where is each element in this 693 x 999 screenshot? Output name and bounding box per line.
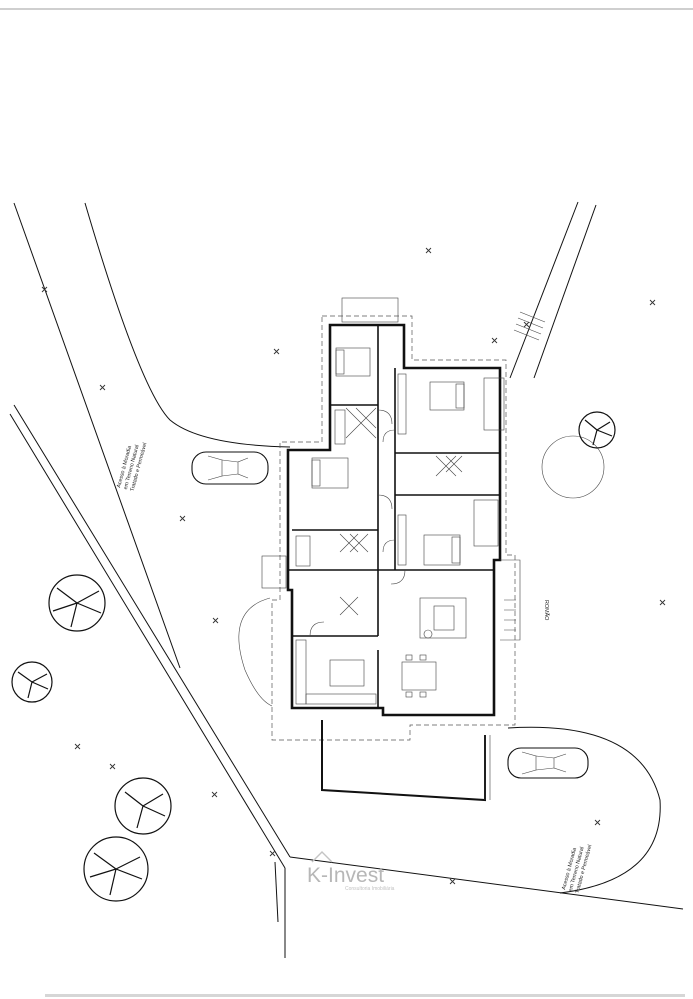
stairs-top [513,311,546,341]
north-label: ROMÃO [543,600,550,620]
bottom-border [45,994,685,997]
tree-icon [114,777,172,835]
tree-icon [541,411,616,499]
car-icon [191,451,269,485]
watermark-name: K-Invest [307,864,384,887]
tree-icon [83,836,149,902]
x-marker-icon [41,247,666,885]
tree-icon [11,661,53,703]
car-icon [507,747,589,779]
watermark: K-Invest Consultoria Imobiliária [307,851,395,892]
bed-icon [311,457,349,489]
bed-icon [429,381,465,411]
bed-icon [335,347,371,377]
access-label-left: Acesso à Moradia em Terreno Natural Trat… [116,439,148,493]
bed-icon [423,534,461,566]
tree-icon [48,574,106,632]
access-label-right: Acesso à Moradia em Terreno Natural Trat… [561,841,593,895]
dining-table-icon [329,654,437,698]
sofa-icon [419,597,467,639]
top-border [0,8,693,10]
watermark-subtitle: Consultoria Imobiliária [345,886,395,892]
house-plan [261,297,521,802]
site-boundary-lines [9,201,684,958]
